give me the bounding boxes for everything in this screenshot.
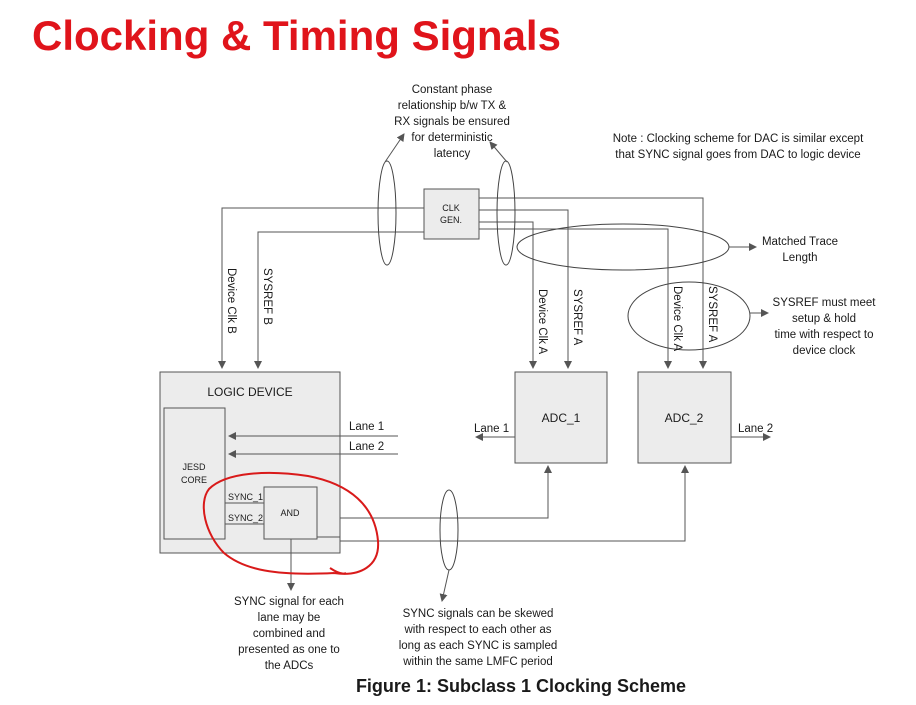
phase-note-line: relationship b/w TX & [398, 100, 507, 112]
sysref-note-line: SYSREF must meet [773, 297, 877, 309]
sysref-setup-group: SYSREF must meet setup & hold time with … [627, 281, 877, 357]
sync-combine-line: combined and [253, 628, 325, 640]
adc1-label: ADC_1 [542, 411, 581, 425]
sync-skew-line: with respect to each other as [403, 624, 551, 636]
vertical-signal-labels: Device Clk B SYSREF B Device Clk A SYSRE… [225, 268, 718, 355]
phase-note-line: RX signals be ensured [394, 116, 510, 128]
sysref-note-line: device clock [793, 345, 856, 357]
logic-device-label: LOGIC DEVICE [207, 385, 292, 399]
matched-trace-label: Length [782, 252, 817, 264]
logic-device-block: LOGIC DEVICE JESD CORE AND SYNC_1 SYNC_2 [159, 371, 341, 554]
adc1-block: ADC_1 Lane 1 [474, 371, 608, 464]
clk-gen-label: GEN. [440, 215, 462, 225]
matched-trace-label: Matched Trace [762, 236, 838, 248]
device-clk-a-label: Device Clk A [671, 286, 683, 352]
sync-combine-note: SYNC signal for each lane may be combine… [234, 596, 344, 672]
sync-combine-line: lane may be [258, 612, 321, 624]
lane-inputs: Lane 1 Lane 2 [228, 421, 398, 458]
clk-gen-label: CLK [442, 203, 460, 213]
sync-combine-line: SYNC signal for each [234, 596, 344, 608]
phase-note-line: for deterministic [411, 132, 492, 144]
matched-trace-group: Matched Trace Length [516, 223, 838, 271]
adc2-block: ADC_2 Lane 2 [637, 371, 773, 464]
sync-skew-line: SYNC signals can be skewed [403, 608, 554, 620]
device-clk-b-label: Device Clk B [225, 268, 237, 334]
device-clk-a-label: Device Clk A [536, 289, 548, 355]
jesd-core-label: CORE [181, 475, 207, 485]
sync2-label: SYNC_2 [228, 513, 263, 523]
phase-note-line: latency [434, 148, 471, 160]
adc2-lane-label: Lane 2 [738, 423, 773, 435]
clk-gen-block: CLK GEN. [423, 188, 480, 240]
adc2-label: ADC_2 [665, 411, 704, 425]
highlight-circle [202, 471, 380, 575]
sync-skew-note: SYNC signals can be skewed with respect … [399, 608, 558, 668]
phase-relationship-note: Constant phase relationship b/w TX & RX … [394, 84, 510, 160]
sysref-note-line: time with respect to [774, 329, 873, 341]
page-title: Clocking & Timing Signals [32, 12, 561, 59]
and-gate-label: AND [280, 508, 300, 518]
dac-note-line: Note : Clocking scheme for DAC is simila… [613, 133, 864, 145]
figure-caption: Figure 1: Subclass 1 Clocking Scheme [356, 676, 686, 696]
sysref-note-line: setup & hold [792, 313, 856, 325]
lane1-label: Lane 1 [349, 421, 384, 433]
jesd-core-label: JESD [182, 462, 206, 472]
sync1-label: SYNC_1 [228, 492, 263, 502]
phase-ellipses [377, 133, 516, 266]
sync-combine-line: presented as one to [238, 644, 340, 656]
sync-routing [287, 465, 689, 602]
sync-skew-line: long as each SYNC is sampled [399, 640, 558, 652]
sync-combine-line: the ADCs [265, 660, 314, 672]
dac-note-line: that SYNC signal goes from DAC to logic … [615, 149, 860, 161]
phase-note-line: Constant phase [412, 84, 493, 96]
dac-note: Note : Clocking scheme for DAC is simila… [613, 133, 864, 161]
sync-skew-line: within the same LMFC period [402, 656, 553, 668]
sysref-a-label: SYSREF A [571, 289, 583, 346]
lane2-label: Lane 2 [349, 441, 384, 453]
adc1-lane-label: Lane 1 [474, 423, 509, 435]
sysref-b-label: SYSREF B [261, 268, 273, 325]
sysref-a-label: SYSREF A [706, 286, 718, 343]
